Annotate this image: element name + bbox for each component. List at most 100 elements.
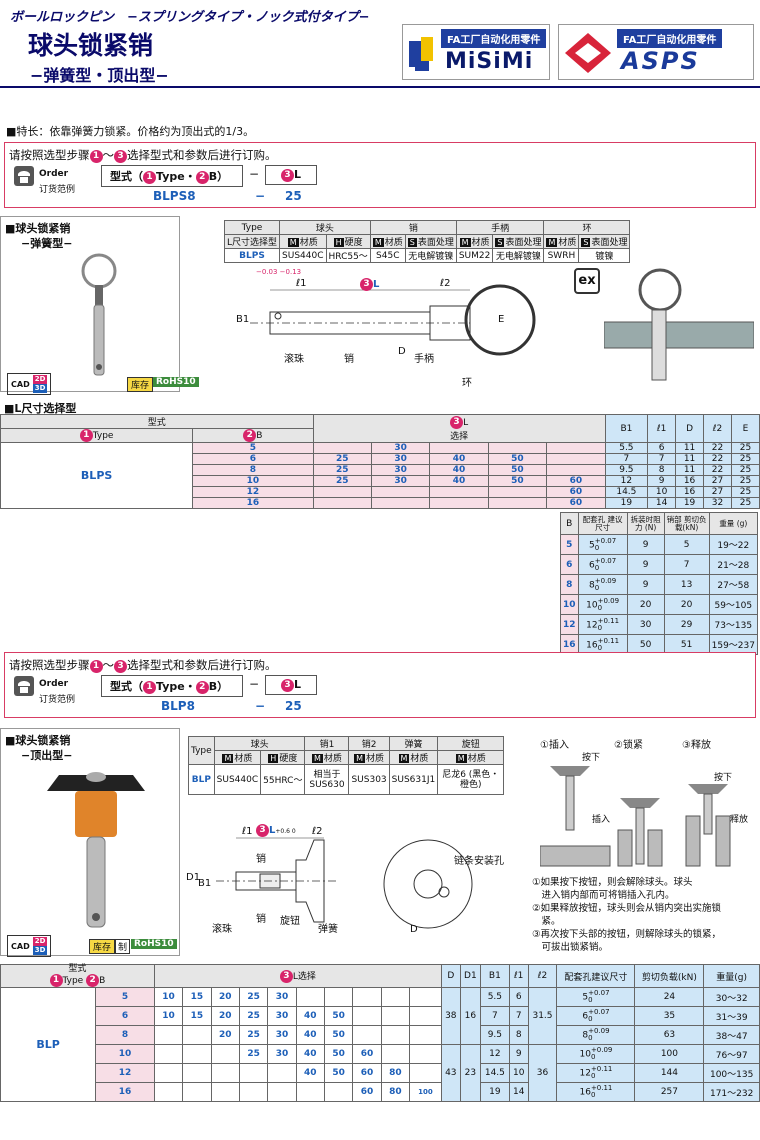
type2-step-1: 1 [143,681,156,694]
dim2-tol: +0.6 0 [275,828,296,835]
st-tol-lower: 0 [594,583,600,592]
step-insert: ①插入 [540,740,569,751]
bt-l-option: 50 [323,1006,354,1026]
lt-l2: 22 [703,464,732,476]
bt-h-l1: ℓ1 [508,964,529,988]
bt-l-option [153,1044,184,1064]
st-weight: 19～22 [708,534,759,555]
lt-b: 5 [192,442,314,454]
st-weight: 59～105 [708,594,759,615]
lt-l-option: 25 [312,464,372,476]
bt-b: 6 [95,1006,155,1026]
note-line: 紧。 [532,916,561,927]
bt-h-b1: B1 [480,964,510,988]
bt-b: 16 [95,1082,155,1102]
type-pre: 型式（ [110,170,143,183]
dim-l-step: 3 [360,278,373,291]
st-force: 50 [626,634,665,655]
bt-l-option [267,1082,297,1102]
bt-b: 10 [95,1044,155,1064]
lt-d: 11 [675,453,705,465]
st-shear: 51 [663,634,710,655]
bt-hole-val: 16 [579,1087,591,1098]
lt-h-step1: 1 [79,429,93,442]
lt-l-option: 50 [487,475,548,487]
push-pin-photo [47,772,145,928]
page-subtitle: −弹簧型・顶出型− [30,66,169,85]
instr-post: 选择型式和参数后进行订购。 [127,148,277,162]
step-3-badge: 3 [114,150,127,163]
lt-l-option [546,442,606,454]
cad-3d: 3D [32,384,48,393]
bt-l-option: 25 [238,1006,269,1026]
lt-l1: 14 [647,497,677,509]
lt-d: 11 [675,464,705,476]
lt-h-l1: ℓ1 [647,414,677,443]
lt-h-d: D [675,414,705,443]
lt-l-option [370,486,431,498]
lt-l-option: 60 [546,486,606,498]
bt-l-option: 15 [182,987,212,1007]
label-handle: 手柄 [414,354,434,365]
usage-steps-illustration [540,766,731,867]
hard-label: 硬度 [344,238,363,248]
label2-pin: 销 [256,854,266,865]
lt-e: 25 [730,497,760,509]
spec-cell: SWRH [543,248,580,263]
bt-h-l2: ℓ2 [527,964,558,988]
st-h-weight: 重量 (g) [708,512,759,535]
mat-label: 材质 [323,754,342,764]
bt-l-option [323,987,354,1007]
bt-weight: 171～232 [703,1082,760,1102]
bt-b1: 12 [480,1044,510,1064]
bt-l-option: 50 [323,1044,354,1064]
rohs-badge: RoHS10 [153,377,199,387]
lt-l1: 6 [647,442,677,454]
s-mark: S [581,238,591,247]
order-label: Order [39,169,69,179]
asps-logo-icon [565,33,611,73]
st-weight: 27～58 [708,574,759,595]
lt-e: 25 [730,486,760,498]
lt-l-option: 40 [429,453,489,465]
spec2-h-pin1: 销1 [304,736,350,751]
cad-2d: 2D [32,375,48,384]
bt-h-weight: 重量(g) [703,964,760,988]
example2-l: 25 [285,699,302,713]
dim-e: E [498,314,505,325]
bt-l-option [182,1063,212,1083]
note-line: ①如果按下按钮，则会解除球头。球头 [532,877,693,888]
lt-l-option [546,464,606,476]
bt-h-step3: 3 [279,970,293,983]
bt-tol-upper: +0.09 [590,1046,613,1054]
bt-l-option: 60 [352,1063,382,1083]
spec2-cell: SUS631J1 [388,764,439,795]
lt-b1: 9.5 [604,464,649,476]
example2-code: BLP8 [161,699,195,713]
bt-l-option: 10 [153,987,184,1007]
bt-h-b: B [99,976,106,986]
spec2-cell: SUS440C [213,764,262,795]
spec2-cell: 相当于 SUS630 [304,764,350,795]
sec1-sub: −弹簧型− [21,237,73,250]
phone-icon [14,166,34,186]
lt-l-option: 30 [370,464,431,476]
bt-b1: 19 [480,1082,510,1102]
instr-wave: ～ [102,148,115,162]
lt-l-option: 30 [370,442,431,454]
lt-b1: 12 [604,475,649,487]
lt-e: 25 [730,464,760,476]
bt-h-d1: D1 [459,964,482,988]
st-force: 20 [626,594,665,615]
lt-b: 12 [192,486,314,498]
